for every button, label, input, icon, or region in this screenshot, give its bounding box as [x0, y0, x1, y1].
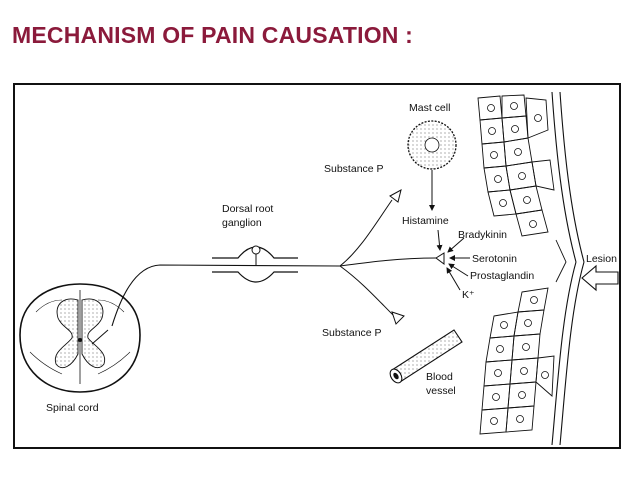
label-lesion: Lesion — [586, 253, 617, 265]
gray-matter-right — [81, 298, 106, 368]
tissue-epithelium — [470, 91, 585, 446]
dorsal-root-ganglion — [212, 245, 298, 283]
lesion-arrow-icon — [581, 264, 619, 292]
label-mast-cell: Mast cell — [409, 102, 450, 114]
nerve-branch-middle — [339, 257, 437, 267]
nerve-ending-upper — [389, 189, 402, 203]
label-serotonin: Serotonin — [472, 253, 517, 265]
label-bradykinin: Bradykinin — [458, 229, 507, 241]
label-prostaglandin: Prostaglandin — [470, 270, 534, 282]
spinal-cord — [19, 283, 141, 393]
gray-matter-left — [54, 298, 79, 368]
nerve-branch-lower — [339, 265, 395, 317]
label-dorsal-root-2: ganglion — [222, 217, 262, 229]
nerve-branch-upper — [339, 199, 393, 267]
label-potassium: K⁺ — [462, 289, 475, 301]
label-substance-p-bottom: Substance P — [322, 327, 382, 339]
afferent-nerve-fiber — [111, 264, 341, 327]
nerve-ending-middle — [435, 252, 445, 265]
blood-vessel — [389, 329, 463, 384]
label-dorsal-root-1: Dorsal root — [222, 203, 273, 215]
nerve-ending-lower — [391, 311, 405, 325]
slide-title: MECHANISM OF PAIN CAUSATION : — [12, 22, 414, 48]
label-vessel: vessel — [426, 385, 456, 397]
label-blood: Blood — [426, 371, 453, 383]
label-spinal-cord: Spinal cord — [46, 402, 99, 414]
label-substance-p-top: Substance P — [324, 163, 384, 175]
label-histamine: Histamine — [402, 215, 449, 227]
mast-cell — [407, 120, 457, 170]
